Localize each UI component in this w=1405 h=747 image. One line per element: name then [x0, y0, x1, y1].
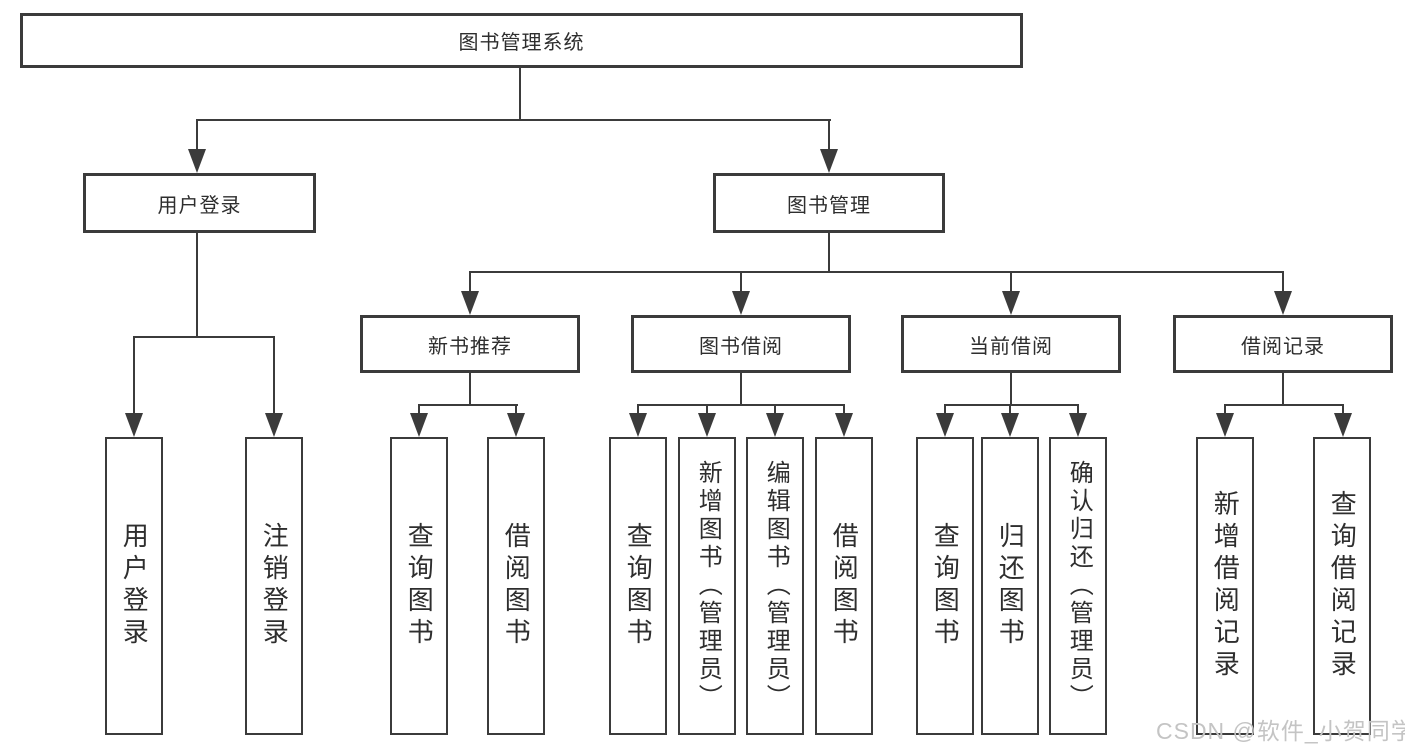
arrowhead-user-login: [188, 149, 206, 173]
arrowhead-leaf-logout: [265, 413, 283, 437]
edge-drop-query-book-a: [418, 404, 420, 416]
edge-book-management-rail: [469, 271, 1284, 273]
arrowhead-edit-book-admin: [766, 413, 784, 437]
node-leaf-add-book-admin: 新增图书（管理员）: [678, 437, 736, 735]
node-leaf-query-borrow-record: 查询借阅记录: [1313, 437, 1371, 735]
node-book-borrow: 图书借阅: [631, 315, 851, 373]
edge-drop-leaf-logout: [273, 336, 275, 416]
node-leaf-logout: 注销登录: [245, 437, 303, 735]
edge-drop-borrow-book-a: [515, 404, 517, 416]
edge-root-stem: [519, 68, 521, 121]
node-leaf-user-login: 用户登录: [105, 437, 163, 735]
edge-book-borrow-rail: [637, 404, 845, 406]
edge-borrow-record-rail: [1224, 404, 1344, 406]
arrowhead-book-management: [820, 149, 838, 173]
edge-drop-new-book-recommend: [469, 271, 471, 294]
edge-book-management-stem: [828, 233, 830, 273]
arrowhead-book-borrow: [732, 291, 750, 315]
edge-current-borrow-stem: [1010, 373, 1012, 406]
edge-drop-leaf-user-login: [133, 336, 135, 416]
edge-drop-confirm-return-admin: [1077, 404, 1079, 416]
arrowhead-add-borrow-record: [1216, 413, 1234, 437]
edge-drop-borrow-book-b: [843, 404, 845, 416]
edge-drop-add-borrow-record: [1224, 404, 1226, 416]
edge-drop-book-borrow: [740, 271, 742, 294]
edge-drop-add-book-admin: [706, 404, 708, 416]
edge-current-borrow-rail: [944, 404, 1079, 406]
node-new-book-recommend: 新书推荐: [360, 315, 580, 373]
edge-borrow-record-stem: [1282, 373, 1284, 406]
csdn-watermark: CSDN @软件_小贺同学: [1156, 718, 1405, 744]
edge-new-book-recommend-rail: [418, 404, 518, 406]
node-book-management: 图书管理: [713, 173, 945, 233]
node-leaf-edit-book-admin: 编辑图书（管理员）: [746, 437, 804, 735]
node-user-login: 用户登录: [83, 173, 316, 233]
node-leaf-add-borrow-record: 新增借阅记录: [1196, 437, 1254, 735]
node-leaf-query-book-a: 查询图书: [390, 437, 448, 735]
arrowhead-query-book-c: [936, 413, 954, 437]
node-leaf-borrow-book-b: 借阅图书: [815, 437, 873, 735]
edge-new-book-recommend-stem: [469, 373, 471, 406]
arrowhead-borrow-record: [1274, 291, 1292, 315]
edge-user-login-rail: [133, 336, 275, 338]
node-root: 图书管理系统: [20, 13, 1023, 68]
arrowhead-new-book-recommend: [461, 291, 479, 315]
node-leaf-confirm-return-admin: 确认归还（管理员）: [1049, 437, 1107, 735]
arrowhead-query-borrow-record: [1334, 413, 1352, 437]
edge-drop-query-book-b: [637, 404, 639, 416]
arrowhead-leaf-user-login: [125, 413, 143, 437]
arrowhead-borrow-book-b: [835, 413, 853, 437]
arrowhead-borrow-book-a: [507, 413, 525, 437]
edge-root-rail: [196, 119, 831, 121]
node-leaf-query-book-b: 查询图书: [609, 437, 667, 735]
arrowhead-confirm-return-admin: [1069, 413, 1087, 437]
arrowhead-current-borrow: [1002, 291, 1020, 315]
edge-book-borrow-stem: [740, 373, 742, 406]
edge-user-login-stem: [196, 233, 198, 338]
arrowhead-return-book: [1001, 413, 1019, 437]
edge-drop-query-book-c: [944, 404, 946, 416]
node-leaf-borrow-book-a: 借阅图书: [487, 437, 545, 735]
edge-drop-user-login: [196, 119, 198, 154]
edge-drop-return-book: [1009, 404, 1011, 416]
node-current-borrow: 当前借阅: [901, 315, 1121, 373]
arrowhead-query-book-a: [410, 413, 428, 437]
edge-drop-borrow-record: [1282, 271, 1284, 294]
node-leaf-return-book: 归还图书: [981, 437, 1039, 735]
edge-drop-book-management: [828, 119, 830, 154]
edge-drop-query-borrow-record: [1342, 404, 1344, 416]
edge-drop-current-borrow: [1010, 271, 1012, 294]
node-leaf-query-book-c: 查询图书: [916, 437, 974, 735]
edge-drop-edit-book-admin: [774, 404, 776, 416]
arrowhead-query-book-b: [629, 413, 647, 437]
node-borrow-record: 借阅记录: [1173, 315, 1393, 373]
arrowhead-add-book-admin: [698, 413, 716, 437]
